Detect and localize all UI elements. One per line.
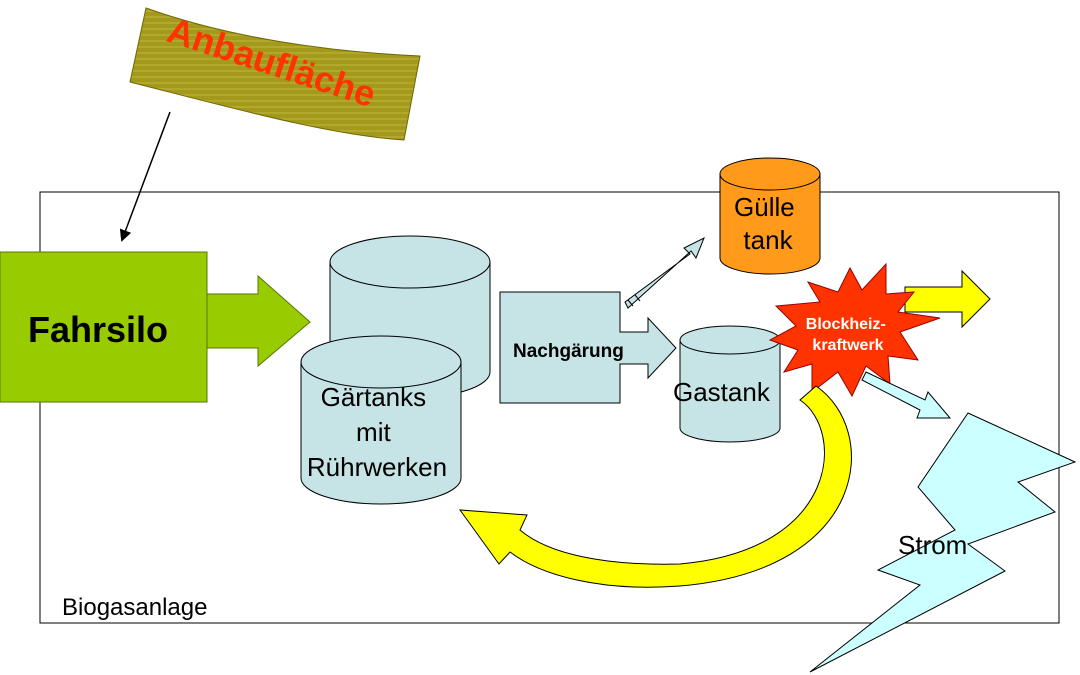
source-flag bbox=[129, 7, 421, 141]
post-fermentation-box bbox=[499, 291, 677, 404]
manure-pipe-arrow bbox=[624, 236, 705, 309]
heat-output-arrow bbox=[904, 269, 991, 329]
silo-label: Fahrsilo bbox=[28, 309, 168, 350]
manure-tank bbox=[719, 157, 821, 275]
manure-tank-label: Gülle tank bbox=[734, 192, 802, 255]
plant-frame bbox=[39, 191, 1060, 624]
plant-frame-label: Biogasanlage bbox=[62, 594, 207, 621]
heat-return-arrow bbox=[458, 385, 852, 588]
silo-feed-arrow bbox=[206, 274, 311, 368]
gas-tank bbox=[679, 325, 781, 443]
power-output-arrow bbox=[861, 371, 952, 419]
chp-starburst bbox=[768, 262, 941, 398]
flag-to-silo-arrow bbox=[119, 111, 171, 242]
silo-box bbox=[0, 251, 208, 403]
chp-label: Blockheiz- kraftwerk bbox=[806, 316, 890, 354]
power-label: Strom bbox=[898, 530, 967, 560]
post-fermentation-label: Nachgärung bbox=[513, 341, 624, 362]
fermenter-front-tank bbox=[300, 335, 462, 505]
fermenter-label: Gärtanks mit Rührwerken bbox=[307, 382, 447, 482]
gas-tank-label: Gastank bbox=[673, 377, 771, 407]
lightning-bolt-icon bbox=[809, 412, 1077, 673]
